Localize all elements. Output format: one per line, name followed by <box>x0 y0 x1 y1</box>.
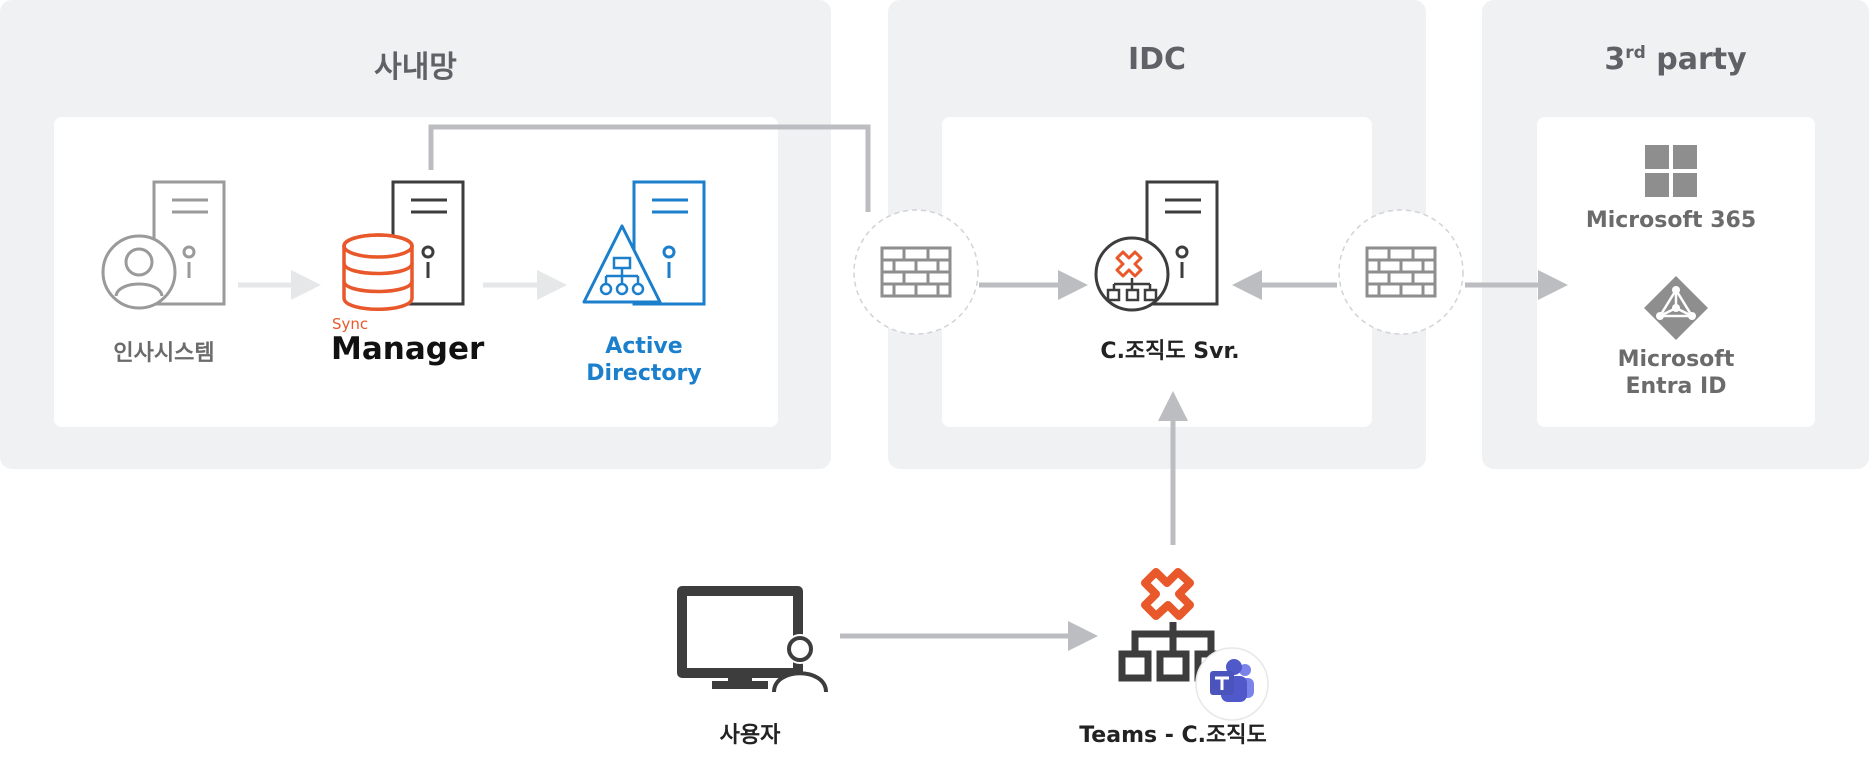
sync-manager-label: Manager <box>331 331 485 367</box>
user-label: 사용자 <box>719 723 781 748</box>
microsoft-365-label: Microsoft 365 <box>1585 208 1757 233</box>
microsoft-365-icon <box>1645 145 1697 197</box>
firewall-icon <box>1338 209 1464 335</box>
zone-title-internal: 사내망 <box>374 50 457 85</box>
sync-manager-server-icon <box>342 180 465 311</box>
active-directory-label: Active Directory <box>586 334 702 386</box>
zone-title-idc: IDC <box>1127 42 1187 77</box>
zone-title-third-party: 3rd party <box>1604 42 1747 77</box>
hr-server-icon <box>101 180 226 310</box>
hr-system-label: 인사시스템 <box>113 341 215 366</box>
entra-id-label: Microsoft Entra ID <box>1617 347 1735 399</box>
teams-org-chart-icon <box>1118 568 1269 721</box>
entra-id-icon <box>1644 276 1708 340</box>
org-chart-server-icon <box>1094 180 1219 312</box>
org-server-label: C.조직도 Svr. <box>1100 339 1240 364</box>
sync-manager-small-label: Sync <box>332 315 369 333</box>
firewall-icon <box>853 209 979 335</box>
zone-third-party: 3rd party <box>1482 0 1869 469</box>
user-computer-icon <box>677 586 828 693</box>
active-directory-icon <box>582 180 706 306</box>
teams-app-label: Teams - C.조직도 <box>1079 723 1267 748</box>
line-sync-to-firewall <box>428 124 871 212</box>
